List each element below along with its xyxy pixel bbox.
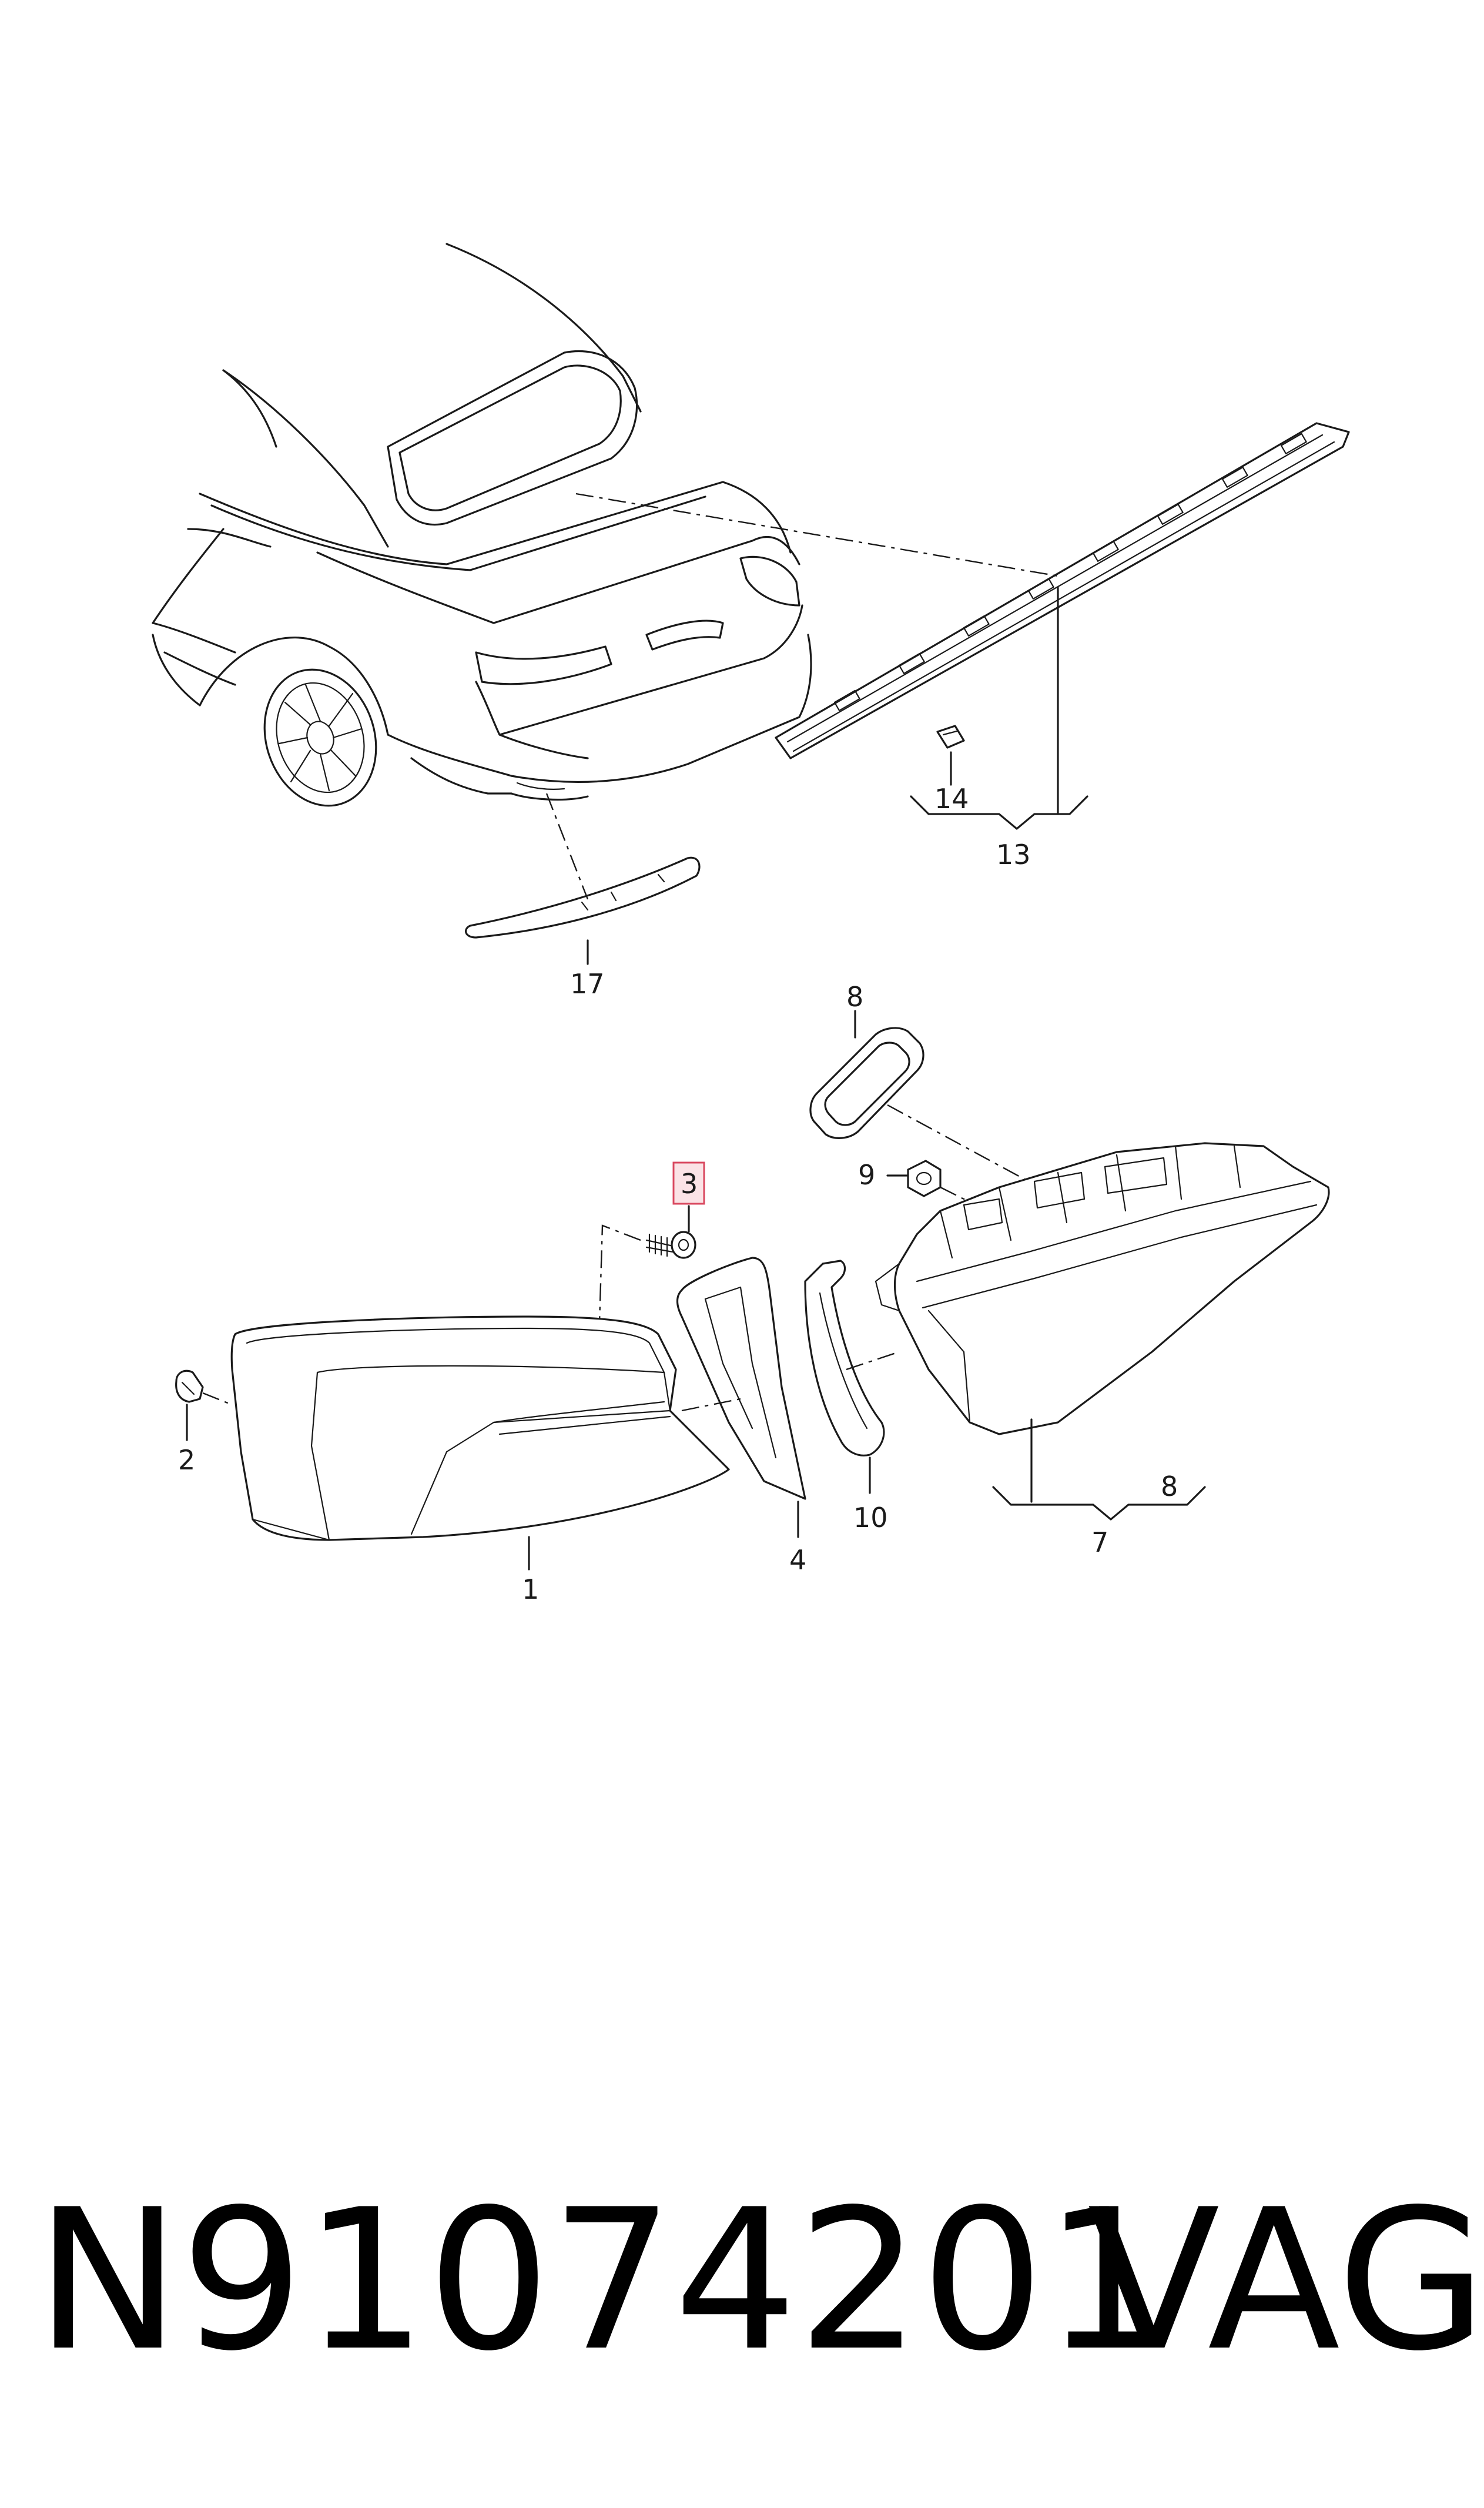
- trim-strip-part-13: [775, 422, 1350, 759]
- part-number: N91074201: [35, 2168, 1168, 2393]
- callout-14[interactable]: 14: [934, 783, 969, 815]
- cover-part-4: [676, 1257, 806, 1500]
- callout-17[interactable]: 17: [570, 968, 605, 1000]
- screw-part-3: [645, 1231, 696, 1259]
- lower-trim-part-17: [465, 856, 701, 939]
- leader-nut-to-light: [940, 1186, 976, 1206]
- callout-10[interactable]: 10: [853, 1502, 888, 1533]
- callout-7[interactable]: 7: [1091, 1526, 1108, 1558]
- leader-clip-to-lens: [202, 1392, 233, 1406]
- callout-3[interactable]: 3: [681, 1168, 698, 1200]
- callout-1[interactable]: 1: [522, 1573, 539, 1605]
- callout-9[interactable]: 9: [858, 1159, 875, 1191]
- callout-4[interactable]: 4: [789, 1544, 806, 1576]
- leader-seal-to-light: [846, 1351, 900, 1371]
- nut-part-9: [907, 1160, 942, 1197]
- clip-part-2: [175, 1369, 204, 1403]
- brand-name: VAG: [1087, 2168, 1484, 2393]
- seal-part-10: [804, 1260, 885, 1456]
- clip-part-14: [936, 725, 965, 749]
- leader-gasket-to-light: [887, 1104, 1029, 1183]
- bracket-13: [910, 795, 1088, 830]
- gasket-part-8: [809, 1027, 924, 1139]
- outer-tail-light-part-1: [230, 1315, 730, 1541]
- callout-8-gasket[interactable]: 8: [846, 981, 863, 1013]
- car-rear-illustration: [152, 243, 812, 807]
- inner-tail-light-part-7: [875, 1142, 1330, 1435]
- callout-2[interactable]: 2: [178, 1444, 195, 1476]
- bracket-7: [992, 1486, 1206, 1521]
- callout-8-bracket[interactable]: 8: [1161, 1471, 1178, 1502]
- leader-car-to-17: [545, 793, 589, 900]
- leader-car-to-strip: [575, 493, 1058, 577]
- leader-lens-to-cover: [681, 1398, 741, 1412]
- callout-13[interactable]: 13: [996, 839, 1031, 870]
- footer: N91074201 VAG: [35, 2168, 1484, 2393]
- callout-3-highlight: [672, 1161, 705, 1205]
- leader-screw-to-lens: [598, 1224, 641, 1323]
